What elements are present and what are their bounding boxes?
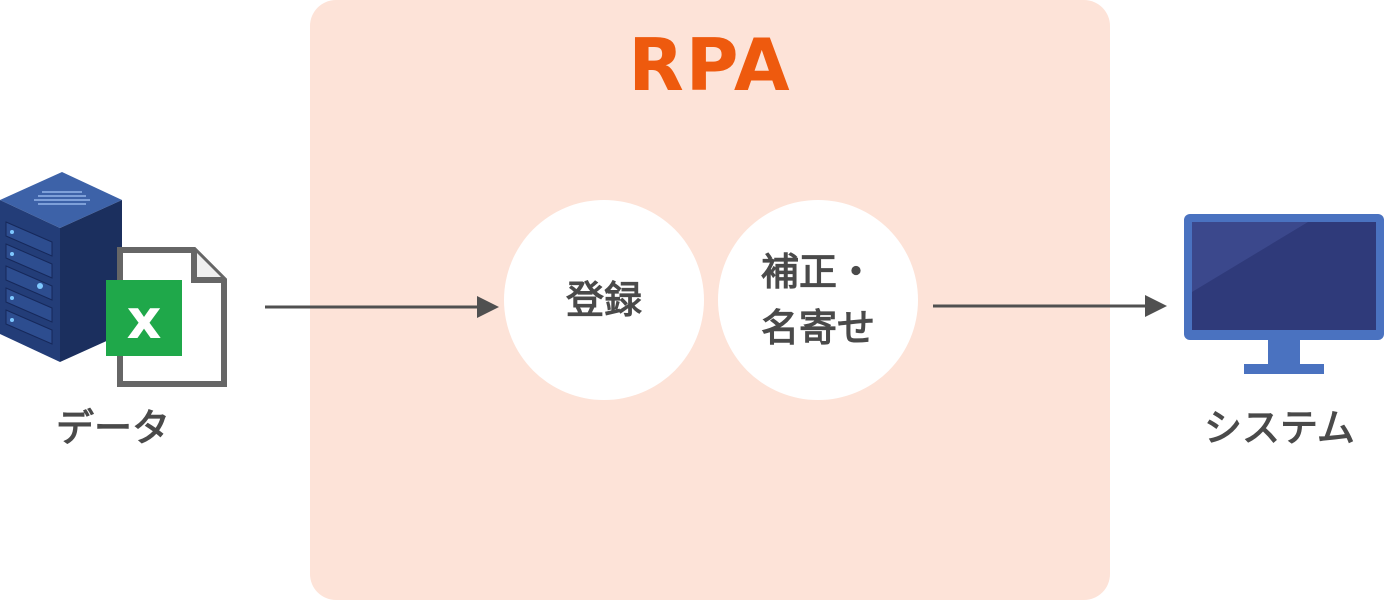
step-register: 登録 <box>504 200 704 400</box>
step-correct-merge: 補正・ 名寄せ <box>718 200 918 400</box>
source-label: データ <box>56 406 171 450</box>
excel-file-icon: x <box>106 247 227 387</box>
monitor-icon <box>1184 214 1384 374</box>
step-register-label: 登録 <box>565 278 642 322</box>
server-icon <box>0 172 122 362</box>
arrow-to-rpa <box>265 296 499 318</box>
arrow-to-system <box>933 295 1167 317</box>
step-correct-merge-label: 補正・ 名寄せ <box>760 250 875 350</box>
svg-text:x: x <box>127 288 162 351</box>
target-label: システム <box>1204 406 1355 450</box>
rpa-title: RPA <box>628 23 792 107</box>
rpa-panel <box>310 0 1110 600</box>
